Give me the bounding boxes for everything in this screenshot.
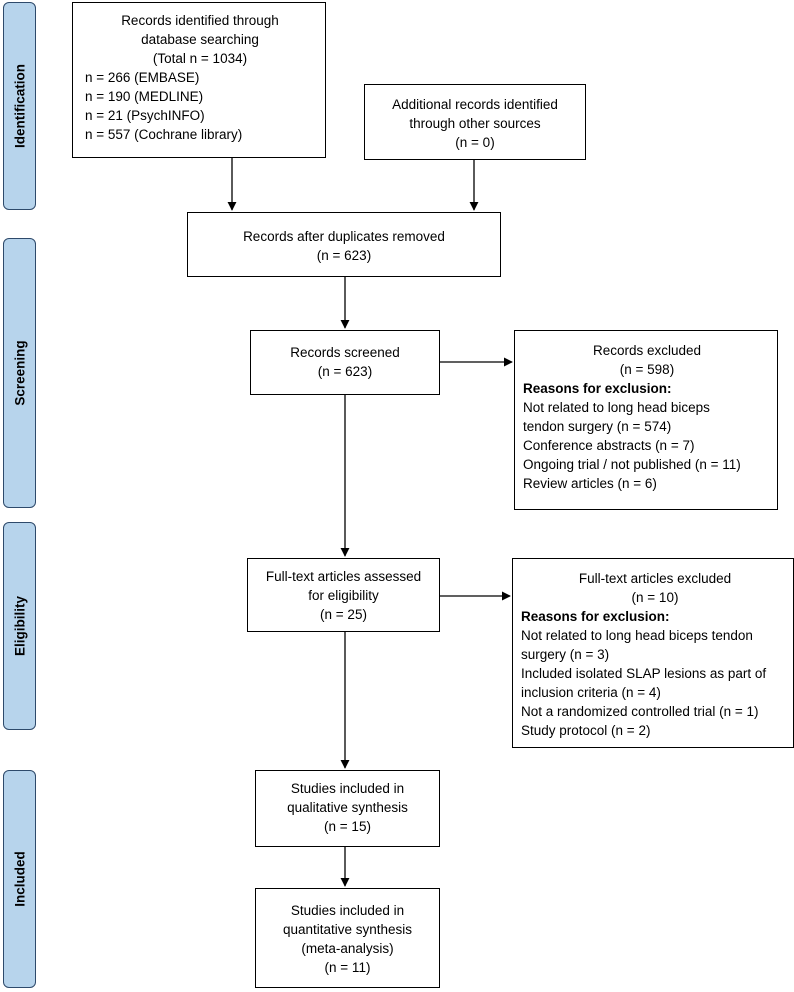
- database-records-box: Records identified through database sear…: [72, 2, 326, 158]
- quantitative-synthesis-box: Studies included in quantitative synthes…: [255, 888, 440, 988]
- records-excluded-box: Records excluded (n = 598) Reasons for e…: [514, 330, 778, 510]
- other-sources-box: Additional records identified through ot…: [364, 84, 586, 160]
- fulltext-assessed-box: Full-text articles assessed for eligibil…: [247, 558, 440, 632]
- duplicates-removed-box: Records after duplicates removed (n = 62…: [187, 212, 501, 277]
- source-cochrane: n = 557 (Cochrane library): [85, 127, 243, 142]
- fulltext-exclusion-reasons-header: Reasons for exclusion:: [521, 609, 670, 624]
- source-embase: n = 266 (EMBASE): [85, 70, 200, 85]
- exclusion-reasons-header: Reasons for exclusion:: [523, 381, 672, 396]
- database-records-line-2: database searching: [141, 32, 259, 47]
- phase-eligibility: Eligibility: [3, 522, 36, 730]
- records-screened-box: Records screened (n = 623): [250, 330, 440, 395]
- source-psychinfo: n = 21 (PsychINFO): [85, 108, 205, 123]
- fulltext-excluded-box: Full-text articles excluded (n = 10) Rea…: [512, 558, 794, 748]
- qualitative-synthesis-box: Studies included in qualitative synthesi…: [255, 770, 440, 847]
- database-records-line-1: Records identified through: [121, 13, 279, 28]
- phase-screening: Screening: [3, 238, 36, 508]
- phase-identification: Identification: [3, 2, 36, 210]
- phase-included: Included: [3, 770, 36, 988]
- database-records-total: (Total n = 1034): [152, 51, 248, 66]
- source-medline: n = 190 (MEDLINE): [85, 89, 204, 104]
